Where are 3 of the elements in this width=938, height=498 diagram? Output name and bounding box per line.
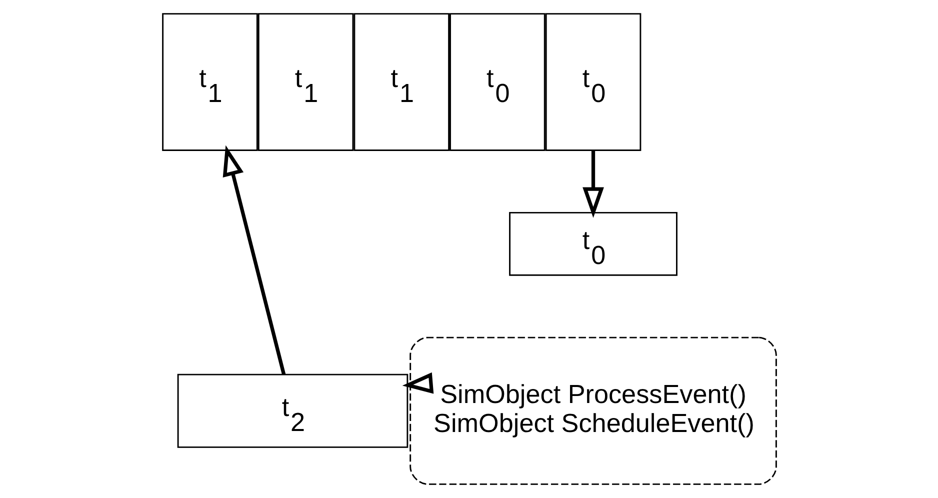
arrow bbox=[402, 372, 434, 394]
arrow bbox=[582, 150, 604, 218]
arrow bbox=[222, 145, 286, 375]
